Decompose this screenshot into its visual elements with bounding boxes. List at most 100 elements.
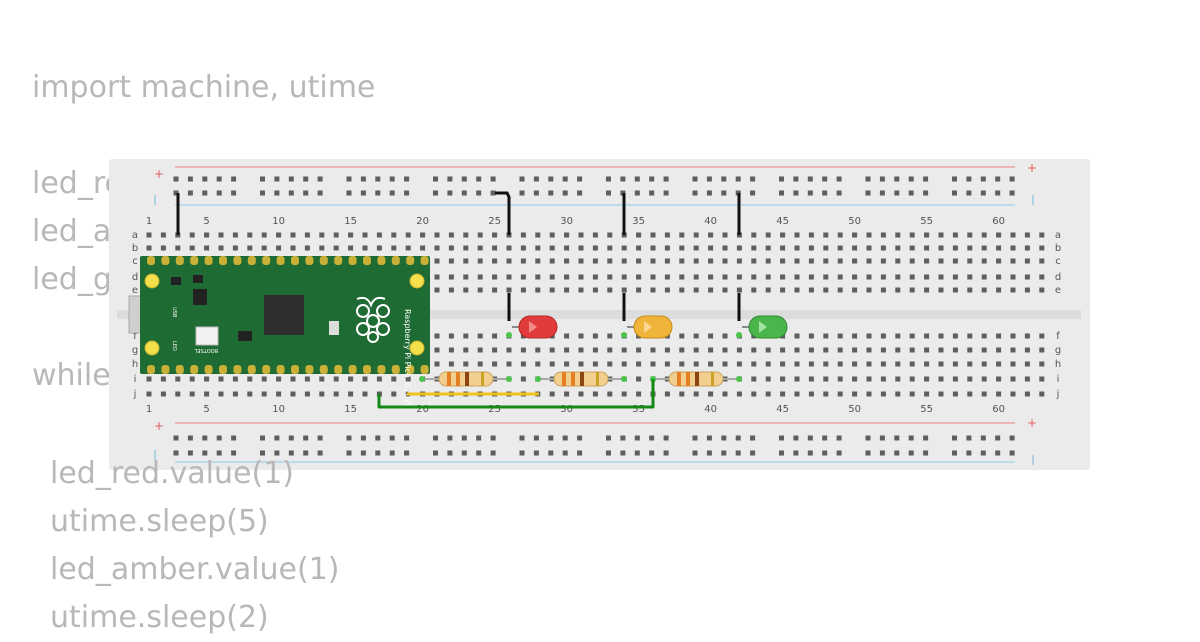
pico-pin[interactable] — [204, 256, 213, 265]
breadboard-hole[interactable] — [1024, 274, 1030, 280]
breadboard-hole[interactable] — [187, 435, 193, 441]
breadboard-hole[interactable] — [808, 361, 814, 367]
breadboard-hole[interactable] — [765, 245, 771, 251]
breadboard-hole[interactable] — [966, 450, 972, 456]
breadboard-hole[interactable] — [216, 435, 222, 441]
breadboard-hole[interactable] — [909, 274, 915, 280]
breadboard-hole[interactable] — [693, 274, 699, 280]
breadboard-hole[interactable] — [607, 391, 613, 397]
breadboard-hole[interactable] — [448, 347, 454, 353]
breadboard-hole[interactable] — [476, 435, 482, 441]
breadboard-hole[interactable] — [288, 450, 294, 456]
breadboard-hole[interactable] — [1039, 347, 1045, 353]
pico-pin[interactable] — [319, 365, 328, 374]
breadboard-hole[interactable] — [564, 361, 570, 367]
breadboard-hole[interactable] — [866, 274, 872, 280]
breadboard-hole[interactable] — [924, 333, 930, 339]
breadboard-hole[interactable] — [490, 190, 496, 196]
breadboard-hole[interactable] — [204, 376, 210, 382]
breadboard-hole[interactable] — [389, 190, 395, 196]
breadboard-hole[interactable] — [865, 190, 871, 196]
pico-pin[interactable] — [391, 256, 400, 265]
breadboard-hole[interactable] — [751, 347, 757, 353]
pico-pin[interactable] — [391, 365, 400, 374]
breadboard-hole[interactable] — [793, 435, 799, 441]
breadboard-hole[interactable] — [794, 245, 800, 251]
pico-pin[interactable] — [420, 256, 429, 265]
breadboard-hole[interactable] — [808, 333, 814, 339]
breadboard-hole[interactable] — [636, 347, 642, 353]
breadboard-hole[interactable] — [548, 176, 554, 182]
breadboard-hole[interactable] — [952, 258, 958, 264]
breadboard-hole[interactable] — [1039, 333, 1045, 339]
breadboard-hole[interactable] — [866, 333, 872, 339]
breadboard-hole[interactable] — [477, 232, 483, 238]
breadboard-hole[interactable] — [519, 435, 525, 441]
breadboard-hole[interactable] — [274, 435, 280, 441]
breadboard-hole[interactable] — [621, 287, 627, 293]
breadboard-hole[interactable] — [880, 391, 886, 397]
breadboard-hole[interactable] — [232, 232, 238, 238]
breadboard-hole[interactable] — [866, 391, 872, 397]
breadboard-hole[interactable] — [721, 190, 727, 196]
breadboard-hole[interactable] — [938, 376, 944, 382]
breadboard-hole[interactable] — [938, 391, 944, 397]
breadboard-hole[interactable] — [636, 287, 642, 293]
breadboard-hole[interactable] — [895, 333, 901, 339]
breadboard-hole[interactable] — [852, 232, 858, 238]
breadboard-hole[interactable] — [865, 176, 871, 182]
breadboard-hole[interactable] — [722, 347, 728, 353]
breadboard-hole[interactable] — [663, 435, 669, 441]
breadboard-hole[interactable] — [492, 347, 498, 353]
breadboard-hole[interactable] — [924, 287, 930, 293]
breadboard-hole[interactable] — [924, 347, 930, 353]
breadboard-hole[interactable] — [146, 232, 152, 238]
breadboard-hole[interactable] — [520, 347, 526, 353]
breadboard-hole[interactable] — [1024, 232, 1030, 238]
breadboard-hole[interactable] — [909, 361, 915, 367]
breadboard-hole[interactable] — [692, 435, 698, 441]
breadboard-hole[interactable] — [808, 287, 814, 293]
breadboard-hole[interactable] — [290, 232, 296, 238]
breadboard-hole[interactable] — [909, 232, 915, 238]
breadboard-hole[interactable] — [981, 347, 987, 353]
pico-pin[interactable] — [348, 365, 357, 374]
led-amber[interactable] — [621, 315, 673, 339]
breadboard-hole[interactable] — [375, 450, 381, 456]
breadboard-hole[interactable] — [348, 245, 354, 251]
breadboard-hole[interactable] — [492, 333, 498, 339]
breadboard-hole[interactable] — [794, 361, 800, 367]
breadboard-hole[interactable] — [837, 347, 843, 353]
breadboard-hole[interactable] — [663, 190, 669, 196]
breadboard-hole[interactable] — [909, 376, 915, 382]
breadboard-hole[interactable] — [967, 274, 973, 280]
breadboard-hole[interactable] — [879, 190, 885, 196]
breadboard-hole[interactable] — [549, 232, 555, 238]
breadboard-hole[interactable] — [434, 274, 440, 280]
breadboard-hole[interactable] — [880, 274, 886, 280]
breadboard-hole[interactable] — [995, 435, 1001, 441]
breadboard-hole[interactable] — [650, 232, 656, 238]
breadboard-hole[interactable] — [218, 232, 224, 238]
breadboard-hole[interactable] — [549, 287, 555, 293]
breadboard-hole[interactable] — [852, 333, 858, 339]
breadboard-hole[interactable] — [146, 391, 152, 397]
breadboard-hole[interactable] — [650, 245, 656, 251]
breadboard-hole[interactable] — [693, 245, 699, 251]
breadboard-hole[interactable] — [506, 258, 512, 264]
breadboard-hole[interactable] — [231, 450, 237, 456]
breadboard-hole[interactable] — [448, 333, 454, 339]
breadboard-hole[interactable] — [346, 435, 352, 441]
breadboard-hole[interactable] — [664, 232, 670, 238]
breadboard-hole[interactable] — [908, 190, 914, 196]
breadboard-hole[interactable] — [448, 245, 454, 251]
breadboard-hole[interactable] — [1009, 190, 1015, 196]
breadboard-hole[interactable] — [807, 435, 813, 441]
breadboard-hole[interactable] — [463, 232, 469, 238]
breadboard-hole[interactable] — [981, 274, 987, 280]
breadboard-hole[interactable] — [175, 376, 181, 382]
breadboard-hole[interactable] — [967, 347, 973, 353]
breadboard-hole[interactable] — [303, 176, 309, 182]
breadboard-hole[interactable] — [794, 333, 800, 339]
breadboard-hole[interactable] — [708, 232, 714, 238]
